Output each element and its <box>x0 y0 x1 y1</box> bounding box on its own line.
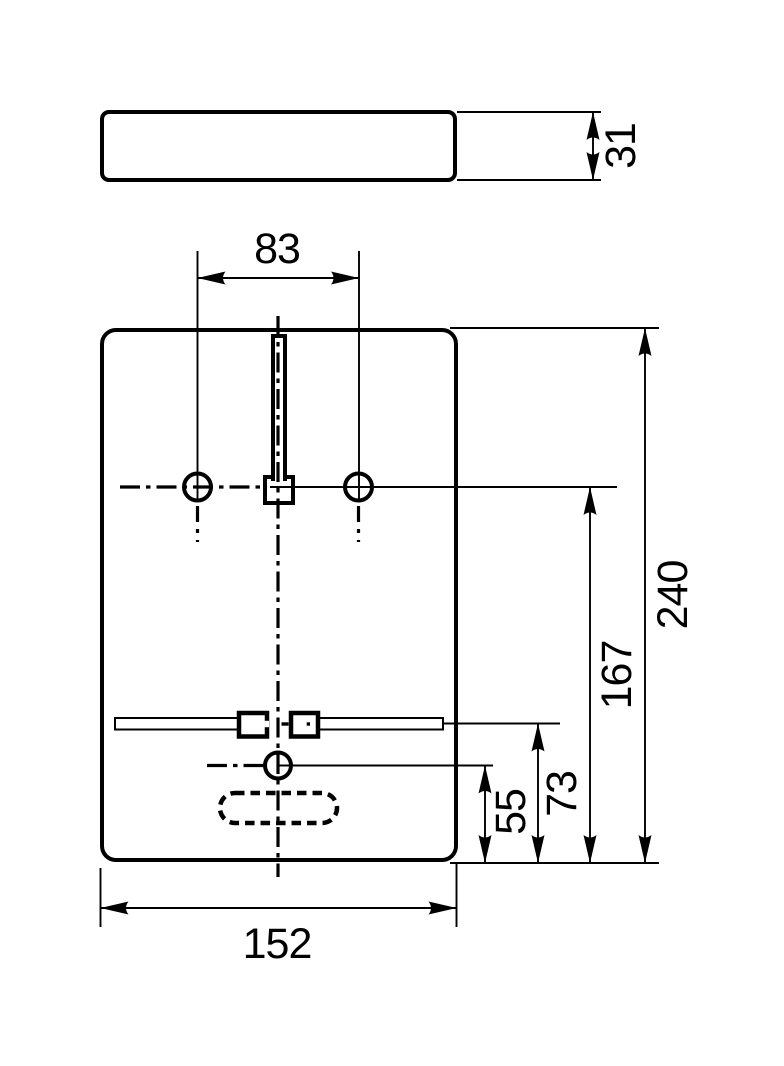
knockout-slot-dashed <box>217 790 340 826</box>
rail-bar-right <box>316 717 444 731</box>
arrowhead-down-icon <box>531 835 545 863</box>
dimension-lower-hole-height: 55 <box>478 765 535 863</box>
arrowhead-right-icon <box>331 271 359 285</box>
dimension-hole-axis-height: 167 <box>583 487 641 863</box>
rail-centerline-dot <box>306 722 310 726</box>
dimension-label-hole-spacing: 83 <box>254 225 300 273</box>
arrowhead-down-icon <box>478 835 492 863</box>
dimension-label-overall-width: 152 <box>243 920 312 968</box>
clip-left-notch <box>248 720 269 728</box>
dimension-rail-axis-height: 73 <box>531 723 586 863</box>
rail-bar-left <box>114 717 239 731</box>
dimension-label-rail-axis-height: 73 <box>538 771 586 817</box>
dimension-overall-height: 240 <box>638 328 697 863</box>
arrowhead-down-icon <box>638 835 652 863</box>
arrowhead-down-icon <box>583 835 597 863</box>
arrowhead-up-icon <box>638 328 652 356</box>
arrowhead-up-icon <box>583 487 597 515</box>
rail-clip-right <box>288 710 321 739</box>
dimension-extension-lines-right <box>270 327 659 864</box>
dimension-label-overall-height: 240 <box>649 561 697 630</box>
arrowhead-left-icon <box>100 901 129 915</box>
dimension-label-lower-hole-height: 55 <box>487 789 535 835</box>
rail-centerline-dash <box>281 722 289 726</box>
dimension-overall-width: 152 <box>99 864 458 968</box>
side-view-outline <box>100 110 457 182</box>
centerlines <box>120 316 361 877</box>
side-view <box>100 110 457 182</box>
dimension-label-hole-axis-height: 167 <box>593 641 641 710</box>
dimension-hole-spacing: 83 <box>196 225 360 500</box>
arrowhead-right-icon <box>428 901 457 915</box>
arrowhead-up-icon <box>531 723 545 752</box>
front-view <box>100 328 458 862</box>
arrowhead-left-icon <box>197 271 226 285</box>
dimension-label-thickness: 31 <box>597 123 645 169</box>
dimension-thickness: 31 <box>457 111 645 181</box>
